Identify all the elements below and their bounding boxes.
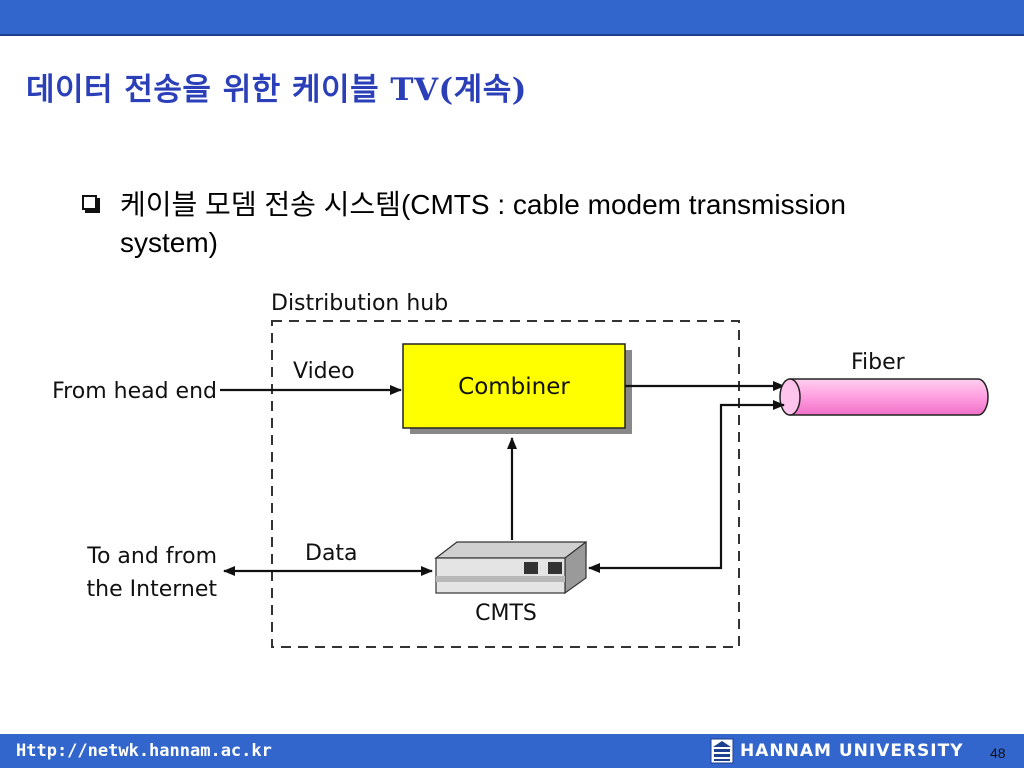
university-logo-icon bbox=[710, 738, 734, 764]
header-divider bbox=[0, 34, 1024, 36]
bullet-text: 케이블 모뎀 전송 시스템(CMTS : cable modem transmi… bbox=[120, 189, 846, 258]
footer-url: Http://netwk.hannam.ac.kr bbox=[16, 741, 272, 761]
footer-bar bbox=[0, 734, 1024, 768]
combiner-label: Combiner bbox=[458, 374, 570, 400]
distribution-hub-label: Distribution hub bbox=[271, 291, 448, 316]
header-bar bbox=[0, 0, 1024, 34]
fiber-cmts-link bbox=[588, 400, 785, 573]
internet-label-line1: To and from bbox=[86, 544, 217, 569]
internet-label-line2: the Internet bbox=[87, 577, 218, 602]
cmts-diagram: Distribution hub Combiner Video From hea… bbox=[52, 291, 989, 648]
footer-university: HANNAM UNIVERSITY bbox=[740, 741, 964, 761]
fiber-cable-end bbox=[779, 378, 801, 416]
fiber-cable bbox=[789, 378, 989, 416]
checkbox-bullet-icon bbox=[82, 195, 100, 213]
slide-title: 데이터 전송을 위한 케이블 TV(계속) bbox=[26, 72, 527, 108]
video-label: Video bbox=[293, 359, 355, 384]
cmts-label: CMTS bbox=[475, 601, 537, 626]
head-end-label: From head end bbox=[52, 379, 217, 404]
page-number: 48 bbox=[990, 745, 1006, 761]
cmts-device bbox=[434, 540, 587, 595]
data-label: Data bbox=[305, 541, 358, 566]
fiber-label: Fiber bbox=[851, 350, 906, 375]
